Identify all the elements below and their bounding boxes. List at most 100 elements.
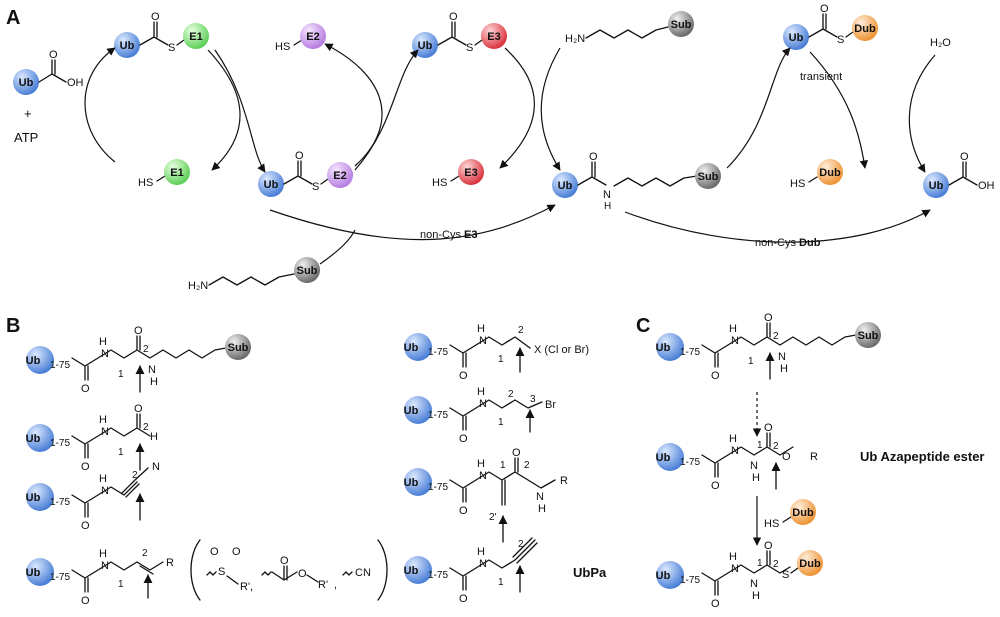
oxygen-label: O bbox=[81, 595, 90, 607]
ub-range-label: 1-75 bbox=[50, 497, 70, 508]
position-3: 3 bbox=[530, 394, 536, 405]
thiol-label: HS bbox=[764, 518, 779, 530]
oxygen-label: O bbox=[81, 461, 90, 473]
e1-ball-label: E1 bbox=[170, 167, 183, 179]
oxygen-label: O bbox=[764, 312, 773, 324]
oxygen-label: O bbox=[960, 151, 969, 163]
hydroxyl-label: OH bbox=[67, 77, 84, 89]
ub-range-label: 1-75 bbox=[50, 438, 70, 449]
nitrogen-label: N bbox=[750, 578, 758, 590]
c-free-dub: HS Dub bbox=[764, 499, 816, 530]
ub-substrate-conjugate: Ub O N H Sub bbox=[552, 151, 721, 212]
oxygen-label: O bbox=[589, 151, 598, 163]
ub-thioester-dub: Ub O S Dub bbox=[783, 3, 878, 50]
non-cys-dub-label: non-Cys Dub bbox=[755, 237, 821, 249]
ub-range-label: 1-75 bbox=[428, 570, 448, 581]
free-e1: HS E1 bbox=[138, 159, 190, 189]
ub-ball-label: Ub bbox=[19, 77, 34, 89]
oxygen-label: O bbox=[764, 422, 773, 434]
nitrogen-label: N bbox=[536, 491, 544, 503]
amine-label: H₂N bbox=[188, 280, 208, 292]
nitrogen-label: N bbox=[101, 560, 109, 572]
oxygen-label: O bbox=[134, 325, 143, 337]
hydrogen-label: H bbox=[477, 458, 485, 470]
position-2: 2 bbox=[132, 470, 138, 481]
oxygen-label: O bbox=[782, 451, 791, 463]
free-e3: HS E3 bbox=[432, 159, 484, 189]
position-2: 2 bbox=[518, 325, 524, 336]
ub-range-label: 1-75 bbox=[428, 482, 448, 493]
sub-ball-label: Sub bbox=[698, 171, 719, 183]
atp-label: ATP bbox=[14, 130, 38, 145]
ub-ball-label: Ub bbox=[26, 492, 41, 504]
oxygen-label: O bbox=[298, 568, 307, 580]
sub-ball-label: Sub bbox=[297, 265, 318, 277]
ub-range-label: 1-75 bbox=[680, 575, 700, 586]
plus-sign: + bbox=[24, 106, 32, 121]
substrate-amine-bottom: H₂N Sub bbox=[188, 229, 356, 292]
ub-ball-label: Ub bbox=[404, 477, 419, 489]
hydrogen-label: H bbox=[604, 201, 611, 212]
ub-range-label: 1-75 bbox=[428, 347, 448, 358]
e1-ball-label: E1 bbox=[189, 31, 202, 43]
hydrogen-label: H bbox=[150, 431, 158, 443]
free-dub: HS Dub bbox=[790, 159, 843, 190]
position-2-prime: 2' bbox=[489, 512, 497, 523]
oxygen-label: O bbox=[232, 546, 241, 558]
position-1: 1 bbox=[500, 460, 506, 471]
oxygen-label: O bbox=[459, 593, 468, 605]
oxygen-label: O bbox=[210, 546, 219, 558]
position-2: 2 bbox=[524, 460, 530, 471]
nitrogen-label: N bbox=[479, 335, 487, 347]
hydrogen-label: H bbox=[99, 414, 107, 426]
halide-label: X (Cl or Br) bbox=[534, 344, 589, 356]
oxygen-label: O bbox=[512, 447, 521, 459]
substrate-amine-top: H₂N Sub bbox=[565, 11, 694, 45]
oxygen-label: O bbox=[81, 520, 90, 532]
position-2: 2 bbox=[773, 559, 779, 570]
oxygen-label: O bbox=[711, 370, 720, 382]
e3-ball-label: E3 bbox=[464, 167, 477, 179]
position-2: 2 bbox=[773, 331, 779, 342]
dub-ball-label: Dub bbox=[854, 23, 876, 35]
azapeptide-label: Ub Azapeptide ester bbox=[860, 449, 985, 464]
e3-ball-label: E3 bbox=[487, 31, 500, 43]
nitrogen-label: N bbox=[101, 485, 109, 497]
hydrogen-label: H bbox=[477, 323, 485, 335]
probe-alkyl-halide: Ub 1-75 O H N X (Cl or Br) 1 2 bbox=[404, 323, 589, 382]
ub-ball-label: Ub bbox=[26, 433, 41, 445]
hydrogen-label: H bbox=[729, 551, 737, 563]
hydrogen-label: H bbox=[752, 590, 760, 602]
position-1: 1 bbox=[118, 579, 124, 590]
probe-michael-acceptor: Ub 1-75 O H N R 1 2 S O O R', O O R' , C… bbox=[26, 539, 388, 607]
position-2: 2 bbox=[142, 548, 148, 559]
ub-ball-label: Ub bbox=[656, 570, 671, 582]
nitrogen-label: N bbox=[479, 470, 487, 482]
oxygen-label: O bbox=[151, 11, 160, 23]
ub-ball-label: Ub bbox=[418, 40, 433, 52]
oxygen-label: O bbox=[81, 383, 90, 395]
sulfur-label: S bbox=[837, 34, 844, 46]
sulfur-label: S bbox=[782, 569, 789, 581]
hydrogen-label: H bbox=[99, 473, 107, 485]
nitrogen-label: N bbox=[603, 189, 611, 201]
oxygen-label: O bbox=[711, 480, 720, 492]
position-1: 1 bbox=[757, 440, 763, 451]
hydrogen-label: H bbox=[99, 336, 107, 348]
ub-thioester-e2: Ub O S E2 bbox=[258, 150, 353, 197]
sub-ball-label: Sub bbox=[228, 342, 249, 354]
ub-ball-label: Ub bbox=[404, 405, 419, 417]
sulfur-label: S bbox=[312, 181, 319, 193]
hydroxyl-label: OH bbox=[978, 180, 995, 192]
e2-ball-label: E2 bbox=[333, 170, 346, 182]
oxygen-label: O bbox=[459, 433, 468, 445]
position-2: 2 bbox=[518, 539, 524, 550]
oxygen-label: O bbox=[764, 540, 773, 552]
oxygen-label: O bbox=[49, 49, 58, 61]
ub-thioester-e3: Ub O S E3 bbox=[412, 11, 507, 58]
hydrogen-label: H bbox=[780, 363, 788, 375]
dub-ball-label: Dub bbox=[792, 507, 814, 519]
r-group-label: R bbox=[810, 451, 818, 463]
sub-ball-label: Sub bbox=[671, 19, 692, 31]
